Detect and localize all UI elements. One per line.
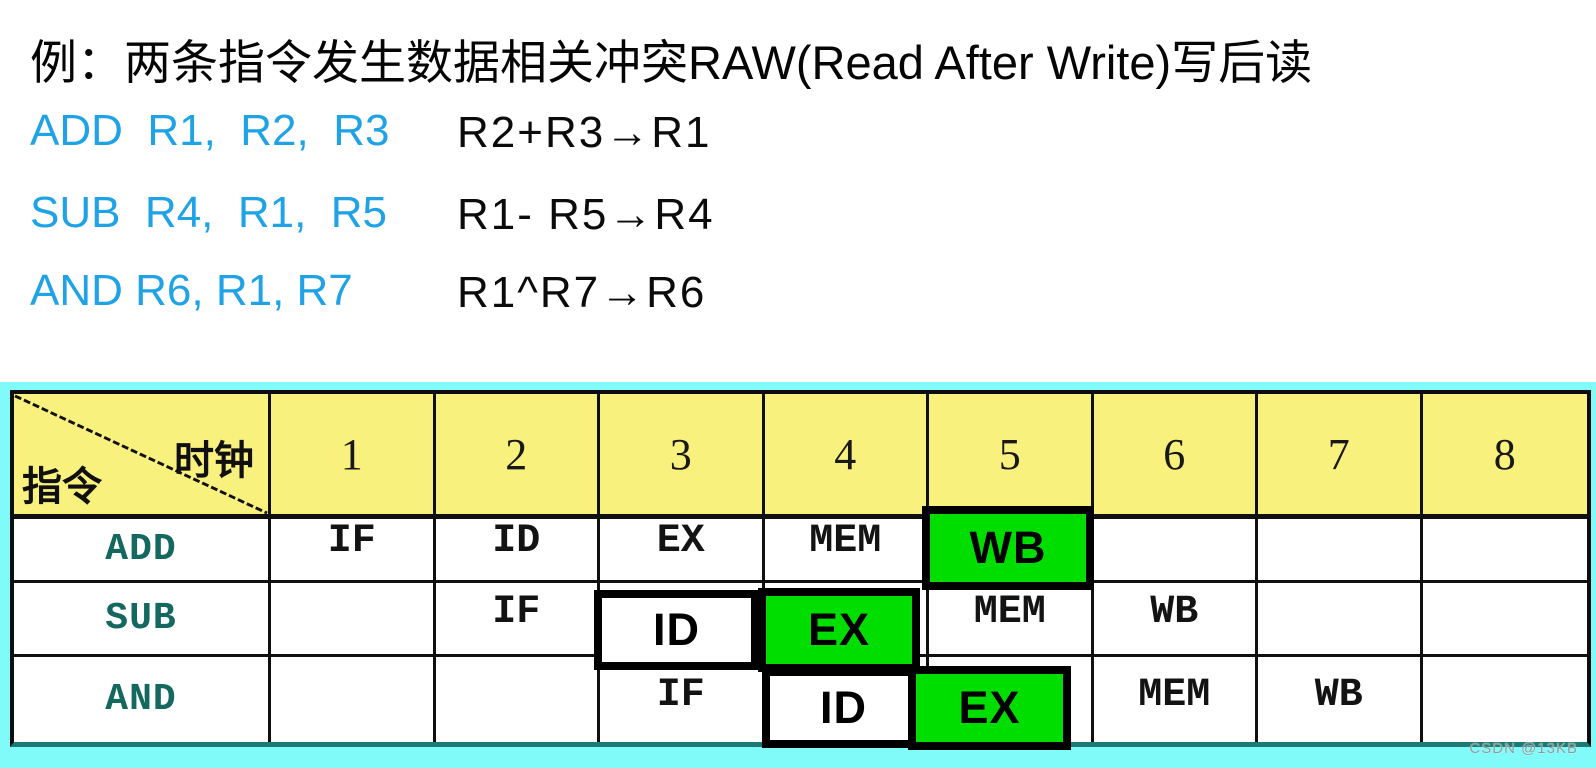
stage-cell: WB [1093,583,1258,657]
instruction-label-cell: SUB [14,583,271,657]
corner-label-instruction: 指令 [22,465,102,509]
stage-cell: WB [1258,657,1423,742]
instruction-label-cell: AND [14,657,271,742]
stage-cell [1258,519,1423,583]
instruction-label-cell: ADD [14,519,271,583]
stage-cell: IF [600,657,765,742]
stage-cell [1258,583,1423,657]
stage-cell: IF [435,583,600,657]
stage-cell: ID [435,519,600,583]
stage-cell [271,657,436,742]
stage-cell [1422,519,1587,583]
instruction-asm-sub: SUB R4, R1, R5 [30,188,388,237]
clock-header-cell: 2 [435,394,600,519]
watermark: CSDN @13KB [1469,740,1578,757]
instruction-line-add: ADD R1, R2, R3 R2+R3→R1 [0,106,1596,162]
stage-cell: MEM [929,583,1094,657]
instruction-expr-add: R2+R3→R1 [457,108,712,157]
stage-cell [1422,583,1587,657]
instruction-expr-sub: R1- R5→R4 [457,190,715,239]
pipeline-table: 时钟 指令 1 2 3 4 5 6 7 8 ADD IF ID EX MEM S… [0,382,1596,768]
instruction-line-sub: SUB R4, R1, R5 R1- R5→R4 [0,188,1596,244]
stage-cell: MEM [764,519,929,583]
highlight-cell-sub-id: ID [594,590,759,670]
clock-header-cell: 8 [1422,394,1587,519]
stage-cell [271,583,436,657]
highlight-cell-add-wb: WB [922,506,1094,590]
corner-label-clock: 时钟 [174,439,254,483]
diagonal-divider-icon [14,394,268,514]
stage-cell: EX [600,519,765,583]
table-corner-cell: 时钟 指令 [14,394,271,519]
clock-header-cell: 5 [929,394,1094,519]
stage-cell [1093,519,1258,583]
instruction-line-and: AND R6, R1, R7 R1^R7→R6 [0,266,1596,322]
stage-cell: MEM [1093,657,1258,742]
stage-cell: IF [271,519,436,583]
instruction-asm-add: ADD R1, R2, R3 [30,106,390,155]
highlight-cell-sub-ex: EX [758,588,920,672]
instruction-expr-and: R1^R7→R6 [457,268,707,317]
highlight-cell-and-ex: EX [908,666,1071,750]
clock-header-cell: 6 [1093,394,1258,519]
stage-cell [435,657,600,742]
stage-cell [1422,657,1587,742]
clock-header-cell: 7 [1258,394,1423,519]
instruction-asm-and: AND R6, R1, R7 [30,266,353,315]
clock-header-cell: 1 [271,394,436,519]
clock-header-cell: 4 [764,394,929,519]
clock-header-cell: 3 [600,394,765,519]
slide-title: 例：两条指令发生数据相关冲突RAW(Read After Write)写后读 [30,36,1313,89]
highlight-cell-and-id: ID [762,668,925,748]
